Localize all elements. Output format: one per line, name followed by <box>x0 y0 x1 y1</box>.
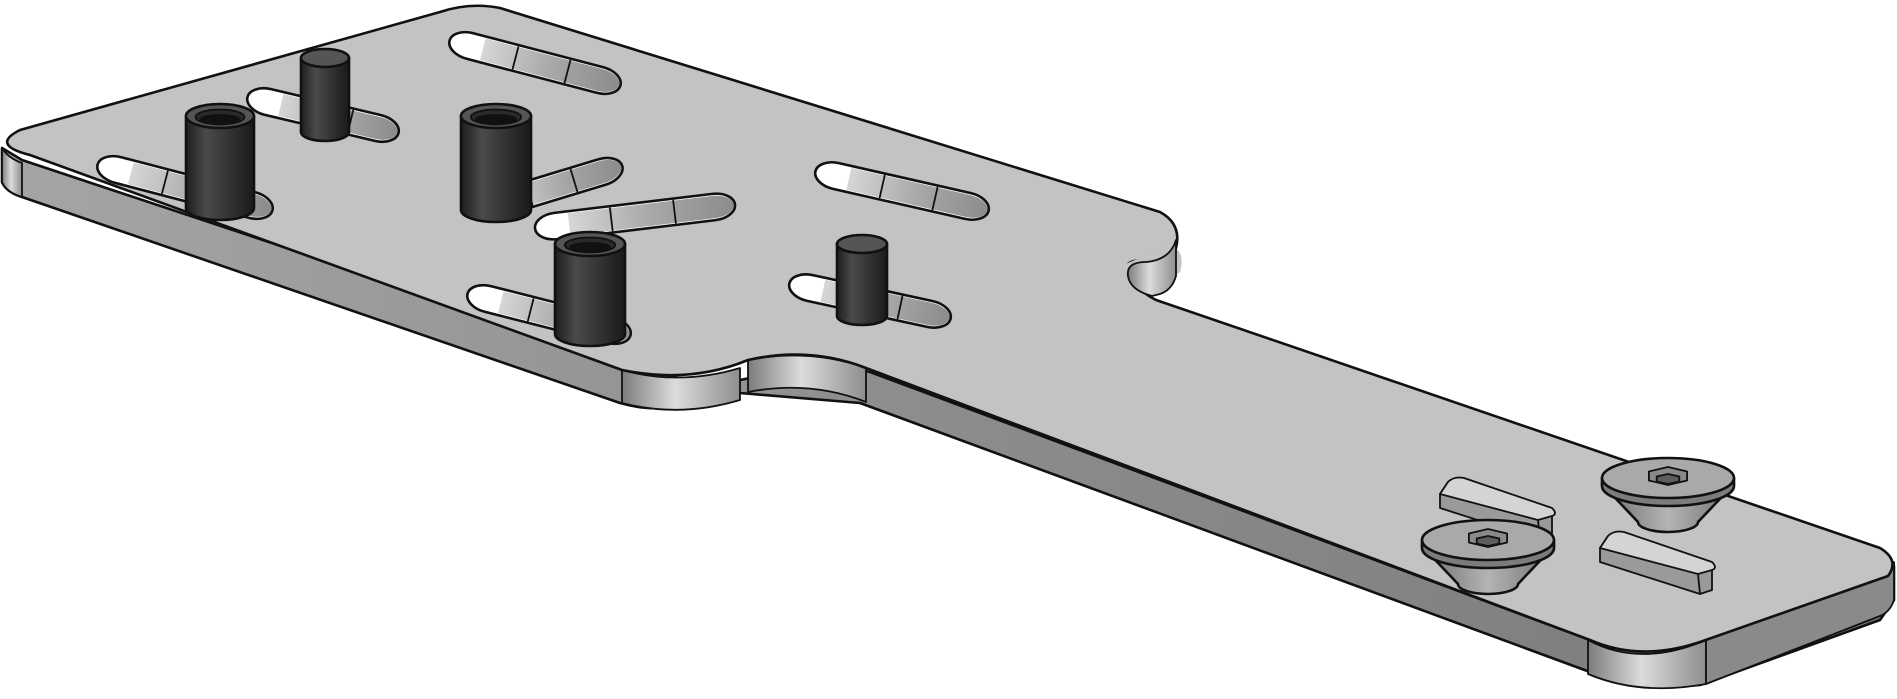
side-notch-wall <box>1126 239 1177 297</box>
countersunk-screw-1 <box>1600 456 1736 534</box>
slot-wall-edge <box>569 168 579 193</box>
slot-wall-edge <box>563 59 572 84</box>
hollow-pin-3 <box>553 230 627 348</box>
slot-wall <box>479 38 620 92</box>
pin-top <box>835 233 889 255</box>
slot-wall-edge <box>896 295 904 320</box>
slot-shape <box>448 30 622 96</box>
slot-wall-edge <box>511 46 520 70</box>
slot-wall-edge <box>878 174 886 199</box>
solid-pin-1 <box>299 47 351 143</box>
slot-wall-edge <box>527 298 535 322</box>
plate-front-notch-face <box>621 367 741 411</box>
slot-wall <box>567 195 734 236</box>
countersunk-screw-2 <box>1420 518 1556 596</box>
hex-socket-depth <box>1655 473 1681 485</box>
pin-body <box>553 242 627 348</box>
block-edge <box>1697 573 1701 595</box>
slot-7 <box>813 161 991 221</box>
pin-body <box>459 114 533 224</box>
slot-wall <box>846 168 988 218</box>
slot-5 <box>533 192 737 241</box>
pin-top <box>299 47 351 69</box>
slot-shape <box>533 192 737 241</box>
slot-wall-edge <box>672 199 677 224</box>
pin-body <box>835 242 889 327</box>
block-top <box>1439 476 1556 521</box>
block-top <box>1599 530 1716 575</box>
pins-layer <box>184 47 889 348</box>
hex-socket-depth <box>1475 535 1501 547</box>
pin-bore-depth <box>569 241 611 253</box>
pin-body <box>299 56 351 143</box>
plate-left-corner-face <box>1 147 23 198</box>
slot-wall-edge <box>161 170 169 194</box>
clamp-block-2 <box>1599 530 1716 595</box>
hollow-pin-2 <box>459 102 533 224</box>
pin-bore-depth <box>199 113 241 125</box>
pin-bore-depth <box>475 113 517 125</box>
slot-wall-edge <box>609 207 614 232</box>
slot-3 <box>448 30 622 96</box>
slot-wall-edge <box>931 186 939 211</box>
hollow-pin-1 <box>184 102 256 222</box>
solid-pin-2 <box>835 233 889 327</box>
slot-shape <box>813 161 991 221</box>
hardware-layer <box>1420 456 1736 596</box>
pin-body <box>184 114 256 222</box>
